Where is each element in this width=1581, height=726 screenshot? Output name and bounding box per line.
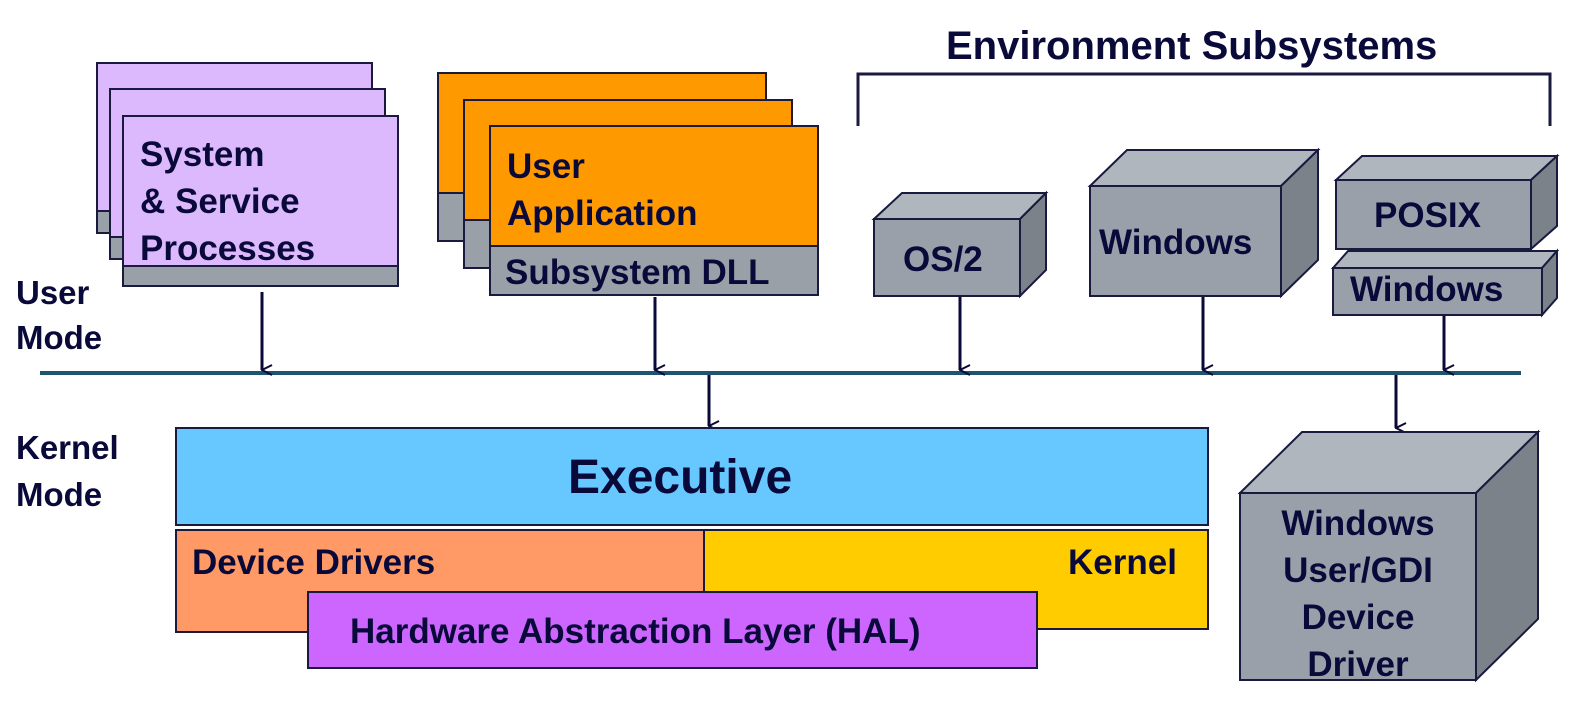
windows-cube-top [1087, 149, 1321, 187]
os2-cube-front [873, 218, 1021, 297]
executive-label: Executive [568, 451, 793, 504]
posix-cube-top [1333, 155, 1560, 181]
subsystem-dll-label: Subsystem DLL [505, 253, 770, 292]
system-processes-label: System & Service Processes [140, 135, 316, 268]
executive-block [175, 427, 1209, 526]
hal-label: Hardware Abstraction Layer (HAL) [350, 612, 921, 651]
system-processes-front-card [122, 115, 399, 267]
posix-windows-label: Windows [1350, 270, 1504, 309]
system-processes-front-card-band [122, 265, 399, 287]
environment-subsystems-bracket [856, 72, 1552, 126]
posix-windows-cube-top [1330, 250, 1560, 269]
windows-cube-front [1089, 185, 1282, 297]
user-application-stack [437, 72, 819, 296]
posix-subsystem-cubes [1330, 153, 1560, 318]
posix-label: POSIX [1374, 196, 1481, 235]
gdi-driver-label: Windows User/GDI Device Driver [1281, 504, 1435, 684]
posix-windows-cube-front [1332, 267, 1543, 316]
gdi-driver-cube [1237, 429, 1541, 683]
windows-subsystem-label: Windows [1099, 223, 1253, 262]
environment-subsystems-title: Environment Subsystems [946, 24, 1438, 68]
os2-label: OS/2 [903, 240, 983, 279]
user-application-front-card [489, 125, 819, 247]
kernel-label: Kernel [1068, 543, 1177, 582]
user-mode-label: User Mode [16, 274, 103, 356]
windows-subsystem-cube [1087, 147, 1321, 299]
system-processes-stack [96, 62, 399, 287]
posix-cube-front [1335, 179, 1532, 250]
user-application-label: User Application [507, 147, 698, 233]
subsystem-dll-band [489, 245, 819, 296]
gdi-cube-front [1239, 492, 1477, 681]
hal-block [307, 591, 1038, 669]
os2-cube-top [871, 192, 1049, 220]
os2-subsystem-cube [871, 190, 1049, 299]
device-drivers-label: Device Drivers [192, 543, 436, 582]
kernel-mode-label: Kernel Mode [16, 429, 119, 513]
